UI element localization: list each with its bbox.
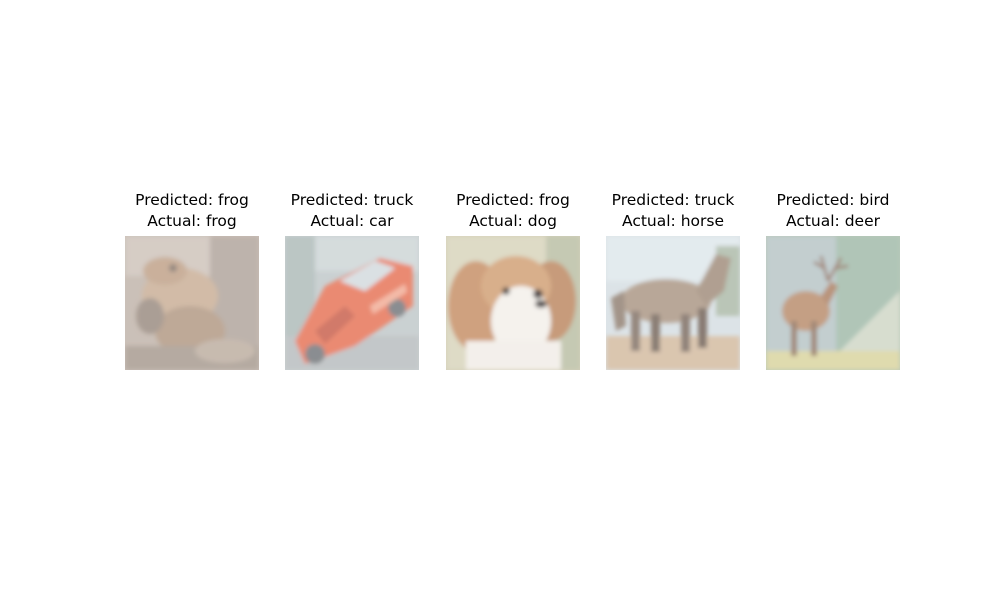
predicted-label: Predicted: truck <box>611 191 735 209</box>
sample-caption: Predicted: frog Actual: dog <box>416 190 610 232</box>
sample-caption: Predicted: truck Actual: horse <box>576 190 770 232</box>
sample-caption: Predicted: truck Actual: car <box>255 190 449 232</box>
actual-label: Actual: horse <box>622 212 724 230</box>
predicted-label: Predicted: frog <box>135 191 249 209</box>
predicted-label: Predicted: frog <box>456 191 570 209</box>
sample-caption: Predicted: bird Actual: deer <box>736 190 930 232</box>
actual-label: Actual: deer <box>786 212 880 230</box>
red-sports-car-photo <box>285 236 419 370</box>
actual-label: Actual: car <box>310 212 394 230</box>
spaniel-dog-photo <box>446 236 580 370</box>
deer-on-hillside-photo <box>766 236 900 370</box>
predicted-label: Predicted: truck <box>290 191 414 209</box>
brown-horse-photo <box>606 236 740 370</box>
sample-caption: Predicted: frog Actual: frog <box>95 190 289 232</box>
actual-label: Actual: frog <box>147 212 237 230</box>
actual-label: Actual: dog <box>469 212 557 230</box>
frog-photo <box>125 236 259 370</box>
predicted-label: Predicted: bird <box>776 191 890 209</box>
